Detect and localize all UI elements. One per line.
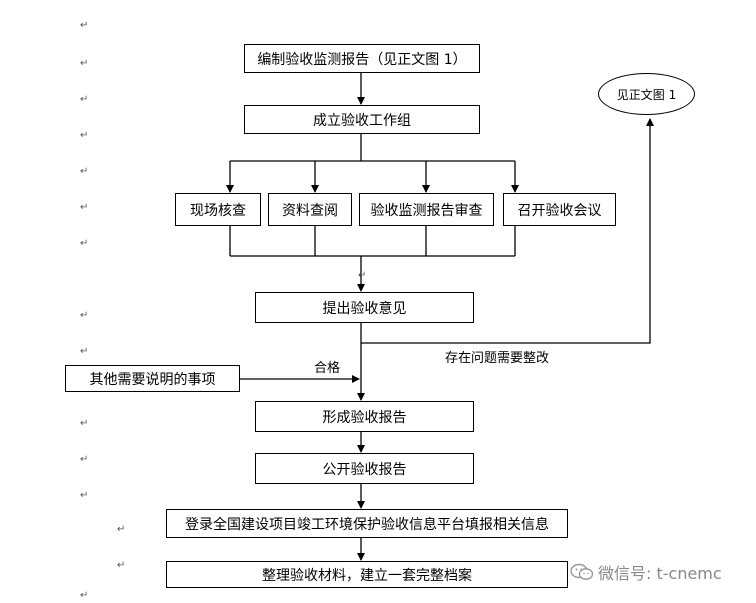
paragraph-mark: ↵ — [80, 346, 89, 357]
paragraph-mark: ↵ — [80, 130, 89, 141]
node-see-figure: 见正文图 1 — [598, 73, 695, 115]
paragraph-mark: ↵ — [117, 524, 126, 535]
paragraph-mark: ↵ — [80, 238, 89, 249]
node-register-platform: 登录全国建设项目竣工环境保护验收信息平台填报相关信息 — [166, 509, 568, 538]
paragraph-mark: ↵ — [80, 418, 89, 429]
edge-label-rectification: 存在问题需要整改 — [445, 351, 550, 366]
paragraph-mark: ↵ — [80, 454, 89, 465]
edge-label-qualified: 合格 — [314, 361, 341, 376]
paragraph-mark: ↵ — [80, 166, 89, 177]
node-hold-meeting: 召开验收会议 — [503, 193, 616, 226]
node-form-report: 形成验收报告 — [255, 401, 474, 432]
paragraph-mark: ↵ — [80, 590, 89, 601]
paragraph-mark: ↵ — [80, 20, 89, 31]
wechat-icon — [570, 563, 594, 580]
watermark: 微信号: t-cnemc — [570, 560, 722, 584]
arrow-rectification-loop — [361, 118, 654, 344]
paragraph-mark: ↵ — [358, 270, 367, 281]
paragraph-mark: ↵ — [80, 310, 89, 321]
paragraph-mark: ↵ — [117, 560, 126, 571]
node-doc-review: 资料查阅 — [268, 193, 352, 226]
paragraph-mark: ↵ — [80, 490, 89, 501]
node-archive: 整理验收材料，建立一套完整档案 — [166, 561, 568, 588]
node-site-check: 现场核查 — [175, 193, 261, 226]
node-other-matters: 其他需要说明的事项 — [65, 365, 240, 392]
node-publish-report: 公开验收报告 — [255, 453, 474, 484]
node-set-up-team: 成立验收工作组 — [244, 105, 480, 134]
node-propose-opinion: 提出验收意见 — [255, 292, 474, 323]
paragraph-mark: ↵ — [80, 94, 89, 105]
node-compile-report: 编制验收监测报告（见正文图 1） — [244, 44, 480, 73]
watermark-text: 微信号: t-cnemc — [598, 564, 722, 583]
node-report-review: 验收监测报告审查 — [359, 193, 494, 226]
paragraph-mark: ↵ — [80, 58, 89, 69]
paragraph-mark: ↵ — [80, 202, 89, 213]
